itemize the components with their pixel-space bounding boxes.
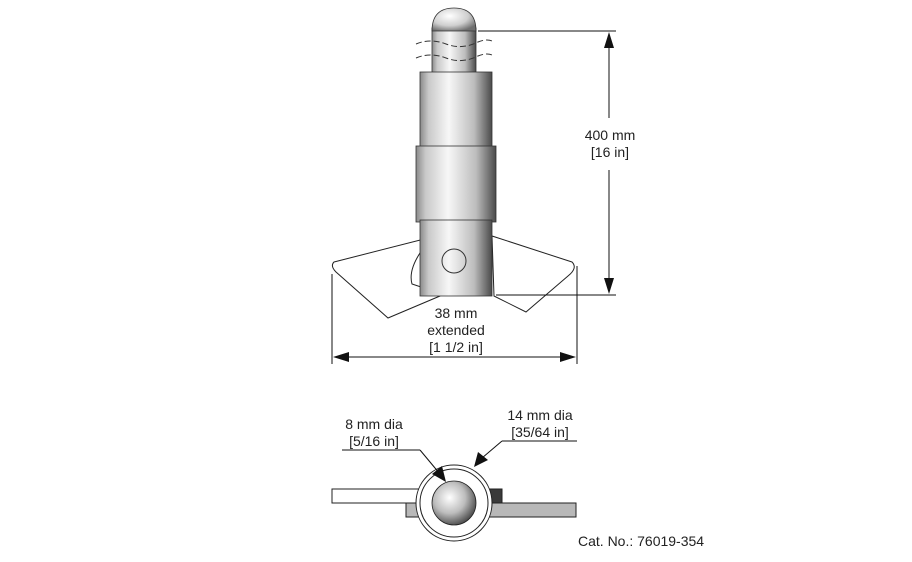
upper-rod bbox=[431, 27, 477, 75]
height-dimension bbox=[478, 30, 616, 296]
width-dimension bbox=[331, 266, 578, 364]
width-dimension-label: 38 mm extended [1 1/2 in] bbox=[418, 305, 494, 356]
pin-hole bbox=[441, 248, 467, 274]
height-metric: 400 mm bbox=[584, 127, 636, 143]
mid-cylinder bbox=[419, 71, 493, 149]
top-view bbox=[331, 464, 577, 542]
wing-bottom-right bbox=[485, 502, 577, 518]
tube-diameter-imperial: [35/64 in] bbox=[511, 424, 569, 440]
pin-diameter-imperial: [5/16 in] bbox=[349, 433, 399, 449]
diameter-leaders bbox=[342, 440, 577, 482]
catalog-number: Cat. No.: 76019-354 bbox=[578, 533, 705, 549]
height-imperial: [16 in] bbox=[590, 144, 630, 160]
width-note: extended bbox=[427, 322, 485, 338]
pin-ball bbox=[431, 480, 477, 526]
wing-left bbox=[331, 235, 441, 319]
width-metric: 38 mm bbox=[434, 305, 478, 321]
collar bbox=[415, 145, 497, 223]
wing-inner-curve bbox=[410, 249, 425, 289]
front-view bbox=[331, 7, 575, 319]
wing-right bbox=[491, 235, 575, 313]
pin-diameter-metric: 8 mm dia bbox=[345, 416, 403, 432]
tube-diameter-label: 14 mm dia [35/64 in] bbox=[500, 407, 580, 441]
width-imperial: [1 1/2 in] bbox=[429, 339, 483, 355]
tube-diameter-metric: 14 mm dia bbox=[507, 407, 573, 423]
pin-diameter-label: 8 mm dia [5/16 in] bbox=[336, 416, 412, 450]
lower-cylinder bbox=[419, 219, 493, 297]
dome-tip bbox=[431, 7, 477, 32]
break-line-1 bbox=[415, 39, 495, 48]
break-line-2 bbox=[415, 53, 495, 62]
wing-top-left bbox=[331, 488, 425, 504]
height-dimension-label: 400 mm [16 in] bbox=[578, 127, 642, 161]
